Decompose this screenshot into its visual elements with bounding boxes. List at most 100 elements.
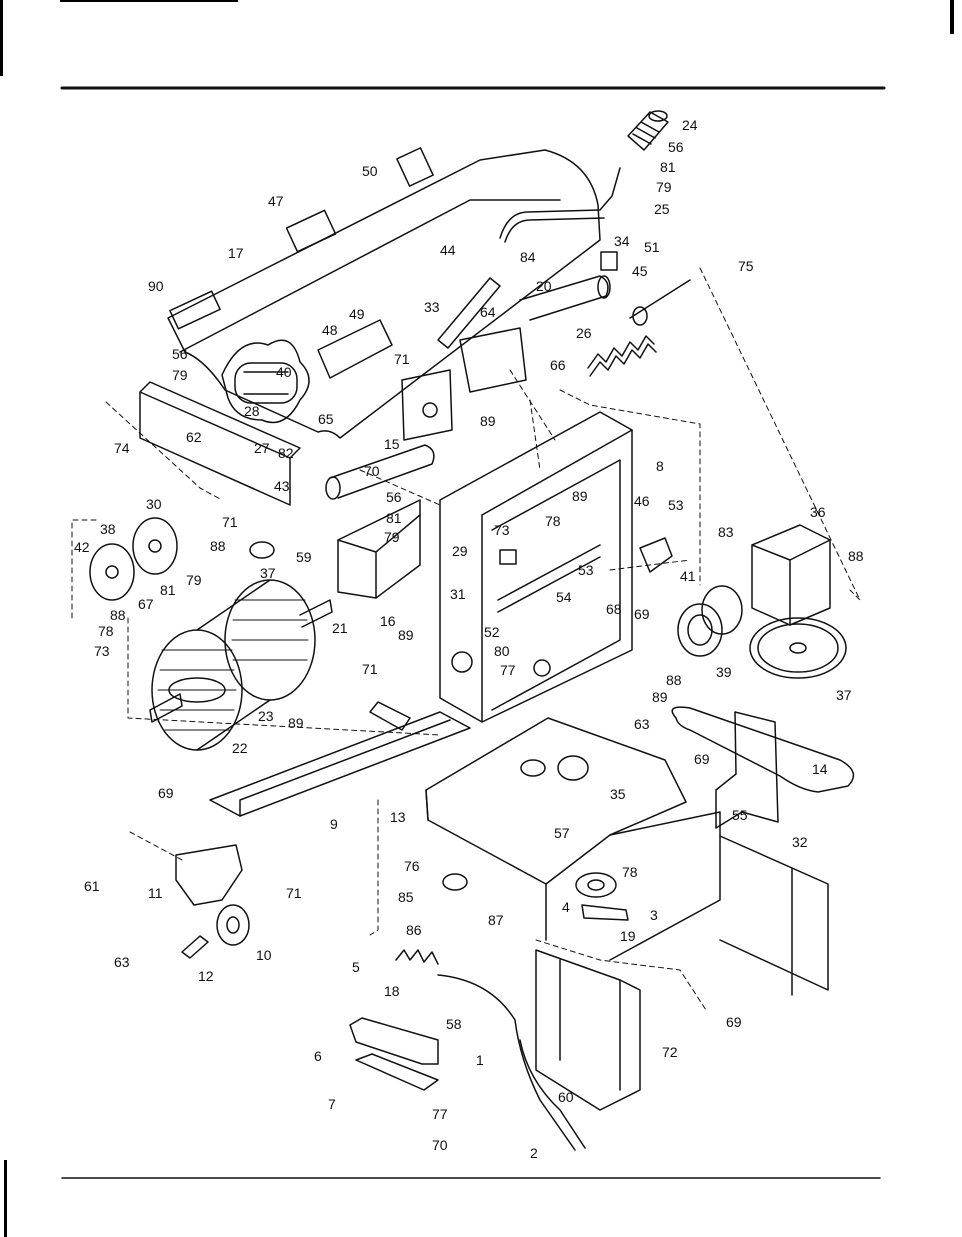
callout-11: 11 xyxy=(148,885,163,901)
callout-79b: 79 xyxy=(172,367,188,383)
callout-50: 50 xyxy=(362,163,378,179)
callout-57: 57 xyxy=(554,825,570,841)
rod-45 xyxy=(629,279,691,319)
callout-45: 45 xyxy=(632,263,648,279)
page-edge-mark-left xyxy=(0,0,3,76)
hub-38 xyxy=(89,543,135,601)
pulley-37-large xyxy=(749,617,847,679)
decal-47 xyxy=(285,209,337,253)
callout-86: 86 xyxy=(406,922,422,938)
shaft-20 xyxy=(519,275,611,321)
bracket-64 xyxy=(459,327,527,393)
pulley-10-hub xyxy=(226,916,240,934)
nut-45 xyxy=(632,306,648,326)
callout-54: 54 xyxy=(556,589,572,605)
callout-78a: 78 xyxy=(545,513,561,529)
callout-26: 26 xyxy=(576,325,592,341)
handle-grip-24 xyxy=(627,110,669,151)
spring-18 xyxy=(395,949,439,965)
callout-89e: 89 xyxy=(288,715,304,731)
support-bar-9-edge xyxy=(239,719,451,817)
callout-12: 12 xyxy=(198,968,214,984)
callout-37a: 37 xyxy=(260,565,276,581)
callout-82: 82 xyxy=(278,445,294,461)
callout-76: 76 xyxy=(404,858,420,874)
bracket-hole xyxy=(422,402,438,418)
callout-14: 14 xyxy=(812,761,828,777)
knob-35 xyxy=(557,755,589,781)
callout-69b: 69 xyxy=(694,751,710,767)
washer-85 xyxy=(442,873,468,891)
callout-72: 72 xyxy=(662,1044,678,1060)
block-16 xyxy=(337,499,421,599)
callout-10: 10 xyxy=(256,947,272,963)
callout-43: 43 xyxy=(274,478,290,494)
callout-84: 84 xyxy=(520,249,536,265)
callout-53b: 53 xyxy=(578,562,594,578)
handle-rod-34 xyxy=(499,167,621,239)
callout-87: 87 xyxy=(488,912,504,928)
hub-30-center xyxy=(148,539,162,553)
decal-90 xyxy=(169,290,221,330)
callout-65: 65 xyxy=(318,411,334,427)
hub-30 xyxy=(132,517,178,575)
callout-81: 81 xyxy=(660,159,676,175)
callout-33: 33 xyxy=(424,299,440,315)
bristles-22 xyxy=(157,599,309,731)
callout-77a: 77 xyxy=(500,662,516,678)
callout-5: 5 xyxy=(352,959,360,975)
belt-14 xyxy=(671,706,855,793)
callout-85: 85 xyxy=(398,889,414,905)
callout-66: 66 xyxy=(550,357,566,373)
callout-41: 41 xyxy=(680,568,696,584)
callout-56c: 56 xyxy=(386,489,402,505)
pulley-41 xyxy=(701,585,743,635)
rear-frame-edge xyxy=(559,959,621,1091)
callout-36: 36 xyxy=(810,504,826,520)
callout-80: 80 xyxy=(494,643,510,659)
callout-39: 39 xyxy=(716,664,732,680)
callout-90: 90 xyxy=(148,278,164,294)
transmission-36 xyxy=(751,524,831,626)
callout-23: 23 xyxy=(258,708,274,724)
rear-frame xyxy=(535,949,641,1111)
callout-73a: 73 xyxy=(494,522,510,538)
callout-63b: 63 xyxy=(114,954,130,970)
callout-88b: 88 xyxy=(848,548,864,564)
callout-29: 29 xyxy=(452,543,468,559)
callout-79c: 79 xyxy=(384,529,400,545)
callout-38: 38 xyxy=(100,521,116,537)
idler-pulley-4-hub xyxy=(587,879,605,891)
callout-6: 6 xyxy=(314,1048,322,1064)
frame-plate-8 xyxy=(439,411,633,723)
callout-49: 49 xyxy=(349,306,365,322)
callout-69d: 69 xyxy=(726,1014,742,1030)
callout-25: 25 xyxy=(654,201,670,217)
callout-58: 58 xyxy=(446,1016,462,1032)
angle-bracket-62-lip xyxy=(139,381,301,459)
callout-61: 61 xyxy=(84,878,100,894)
base-pan-13 xyxy=(425,717,829,996)
leader-lines xyxy=(71,267,861,1011)
callout-78c: 78 xyxy=(622,864,638,880)
callout-68: 68 xyxy=(606,601,622,617)
callout-18: 18 xyxy=(384,983,400,999)
callout-16: 16 xyxy=(380,613,396,629)
pulley-39-inner xyxy=(687,614,713,646)
decal-51 xyxy=(600,251,618,271)
callout-70a: 70 xyxy=(364,463,380,479)
pulley-37-small xyxy=(249,541,275,559)
callout-24: 24 xyxy=(682,117,698,133)
callout-48: 48 xyxy=(322,322,338,338)
callout-7: 7 xyxy=(328,1096,336,1112)
callout-89b: 89 xyxy=(572,488,588,504)
page-edge-mark-bottom-left xyxy=(4,1160,7,1237)
callout-71c: 71 xyxy=(362,661,378,677)
callout-71b: 71 xyxy=(222,514,238,530)
callout-35: 35 xyxy=(610,786,626,802)
idler-pulley-4 xyxy=(575,872,617,898)
callout-59: 59 xyxy=(296,549,312,565)
link-33 xyxy=(437,277,501,349)
flange-46 xyxy=(639,537,673,573)
